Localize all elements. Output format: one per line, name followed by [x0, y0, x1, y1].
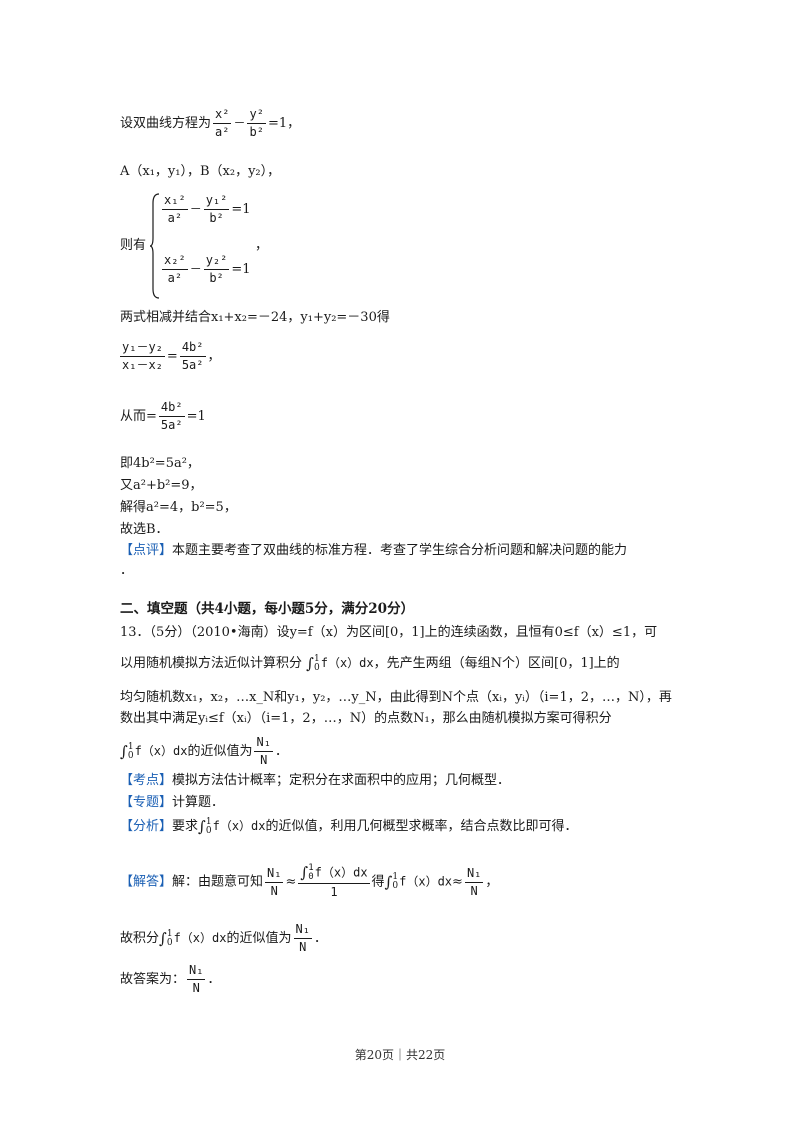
comment-cont: ． [120, 563, 134, 578]
kaodian-line: 【考点】模拟方法估计概率；定积分在求面积中的应用；几何概型． [120, 773, 511, 788]
system-suffix: ， [255, 238, 269, 253]
page-footer: 第20页｜共22页 [354, 1048, 446, 1062]
left-brace-icon [150, 193, 160, 299]
zhuanti-tag: 【专题】 [120, 795, 173, 810]
question-line: 数出其中满足yᵢ≤f（xᵢ）（i=1，2，…，N）的点数N₁，那么由随机模拟方案… [120, 711, 612, 726]
subtract-line: 两式相减并结合x₁+x₂=－24，y₁+y₂=－30得 [120, 310, 390, 325]
comment-line: 【点评】本题主要考查了双曲线的标准方程．考查了学生综合分析问题和解决问题的能力 [120, 543, 628, 558]
text: 设双曲线方程为 [120, 116, 212, 131]
step-line: 解得a²=4，b²=5， [120, 500, 237, 515]
integral-icon: ∫ [159, 929, 167, 948]
answer-line: 故选B． [120, 522, 169, 537]
question-line: 均匀随机数x₁，x₂，…x_N和y₁，y₂，…y_N，由此得到N个点（xᵢ，yᵢ… [120, 690, 672, 705]
step-line: 又a²+b²=9， [120, 478, 203, 493]
system-prefix: 则有 [120, 238, 147, 253]
fenxi-tag: 【分析】 [120, 819, 173, 834]
jieda-tag: 【解答】 [120, 874, 173, 890]
integral-icon: ∫ [306, 654, 314, 673]
section-title: 二、填空题（共4小题，每小题5分，满分20分） [120, 601, 415, 617]
kaodian-tag: 【考点】 [120, 773, 173, 788]
points-line: A（x₁，y₁），B（x₂，y₂）， [120, 164, 281, 179]
comment-tag: 【点评】 [120, 543, 173, 558]
integral-icon: ∫ [120, 742, 128, 761]
integral-icon: ∫ [198, 817, 206, 836]
question-line: 13．（5分）（2010•海南）设y=f（x）为区间[0，1]上的连续函数，且恒… [120, 625, 658, 640]
zhuanti-line: 【专题】计算题． [120, 795, 225, 810]
step-line: 即4b²=5a²， [120, 456, 200, 471]
